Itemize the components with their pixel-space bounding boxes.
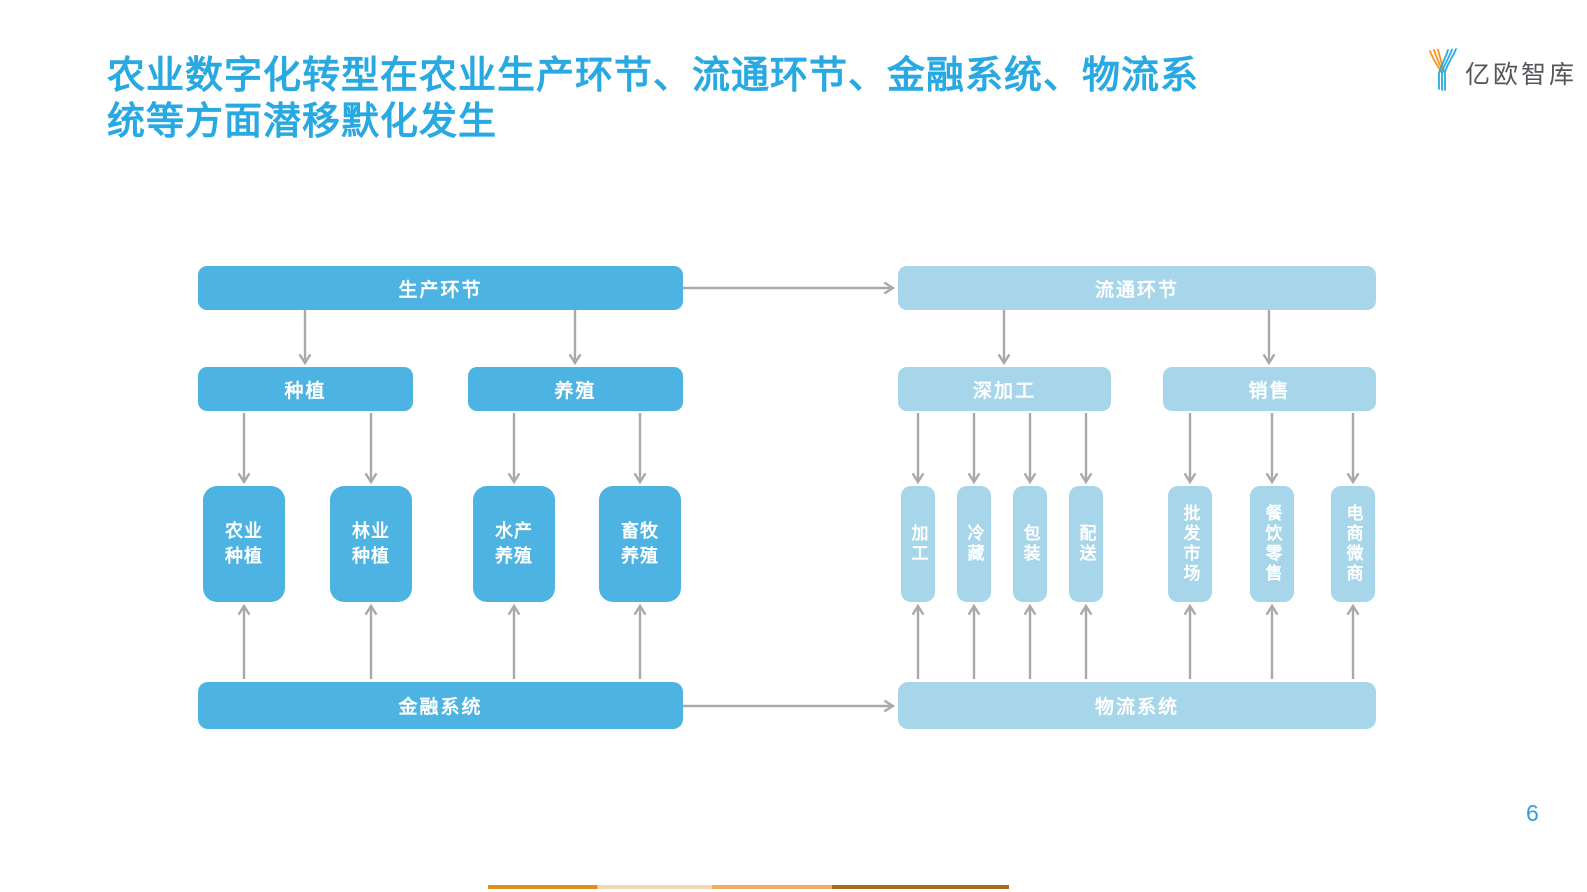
- page-title: 农业数字化转型在农业生产环节、流通环节、金融系统、物流系 统等方面潜移默化发生: [107, 53, 1199, 145]
- eo-logo-text: 亿欧智库: [1465, 60, 1578, 89]
- eo-logo-icon: [1425, 48, 1461, 97]
- node-delivery: 配送: [1069, 486, 1103, 602]
- node-deep-processing: 深加工: [898, 367, 1111, 411]
- page-number: 6: [1526, 800, 1539, 826]
- node-sales: 销售: [1163, 367, 1376, 411]
- node-breeding: 养殖: [468, 367, 683, 411]
- node-planting: 种植: [198, 367, 413, 411]
- node-wholesale-market: 批发市场: [1168, 486, 1212, 602]
- node-circulation-link: 流通环节: [898, 266, 1376, 310]
- node-production-link: 生产环节: [198, 266, 683, 310]
- node-livestock-breeding: 畜牧 养殖: [599, 486, 681, 602]
- eo-intelligence-logo: 亿欧智库: [1425, 48, 1577, 97]
- node-aquaculture: 水产 养殖: [473, 486, 555, 602]
- node-forestry-planting: 林业 种植: [330, 486, 412, 602]
- page-title-line1: 农业数字化转型在农业生产环节、流通环节、金融系统、物流系: [107, 55, 1200, 97]
- page-title-line2: 统等方面潜移默化发生: [107, 101, 498, 143]
- node-ecommerce: 电商微商: [1331, 486, 1375, 602]
- node-finance-system: 金融系统: [198, 682, 683, 729]
- node-packaging: 包装: [1013, 486, 1047, 602]
- node-logistics-system: 物流系统: [898, 682, 1376, 729]
- node-processing: 加工: [901, 486, 935, 602]
- footer-accent-line: [488, 885, 1009, 889]
- node-cold-storage: 冷藏: [957, 486, 991, 602]
- node-catering-retail: 餐饮零售: [1250, 486, 1294, 602]
- node-agriculture-planting: 农业 种植: [203, 486, 285, 602]
